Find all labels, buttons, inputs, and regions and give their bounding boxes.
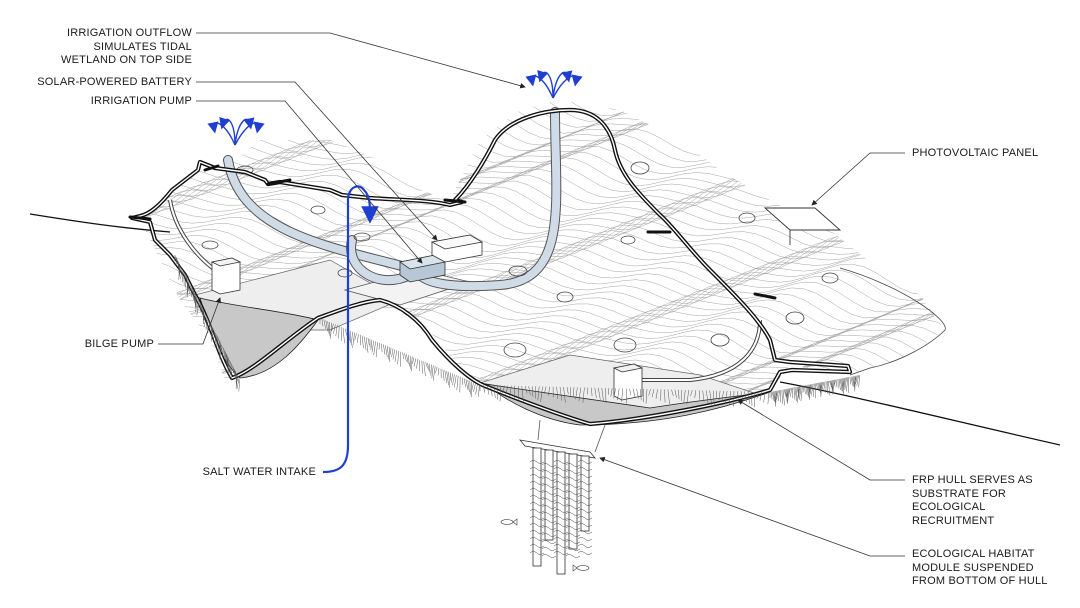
habitat-module [518,419,606,575]
label-line: MODULE SUSPENDED [912,561,1034,574]
fish [500,518,590,572]
label-line: SOLAR-POWERED BATTERY [37,76,192,88]
label-irrigation-pump: IRRIGATION PUMP [20,95,192,109]
leader-lines [158,32,905,557]
hull-flange-stubs [128,164,777,300]
label-photovoltaic-panel: PHOTOVOLTAIC PANEL [912,147,1038,161]
label-line: PHOTOVOLTAIC PANEL [912,147,1039,159]
bilge-pump-left [210,257,242,295]
hull-flange [839,267,946,376]
bilge-tube [169,199,216,271]
label-line: IRRIGATION OUTFLOW [66,27,192,39]
bilge-tube [640,319,761,381]
label-line: FROM BOTTOM OF HULL [912,575,1048,587]
solar-battery [430,234,484,263]
habitat-growth [529,460,593,558]
label-salt-water-intake: SALT WATER INTAKE [170,466,316,480]
label-line: BILGE PUMP [84,338,154,350]
water-line [779,381,1061,446]
label-line: ECOLOGICAL HABITAT [912,548,1035,560]
label-line: SIMULATES TIDAL [93,40,192,53]
label-line: FRP HULL SERVES AS [912,474,1033,486]
irrigation-fountain [525,70,583,99]
irrigation-pipes [223,107,562,292]
label-line: RECRUITMENT [912,514,995,527]
label-line: WETLAND ON TOP SIDE [61,54,192,66]
vegetation-fringe [174,255,860,408]
label-bilge-pump: BILGE PUMP [40,338,154,352]
label-line: ECOLOGICAL [912,501,986,513]
label-line: SUBSTRATE FOR [912,487,1007,500]
label-line: IRRIGATION PUMP [90,95,192,107]
photovoltaic-panel [763,207,842,245]
label-line: SALT WATER INTAKE [202,466,316,478]
irrigation-fountain [207,117,265,146]
hull-vents [201,161,839,358]
label-solar-battery: SOLAR-POWERED BATTERY [20,76,192,90]
